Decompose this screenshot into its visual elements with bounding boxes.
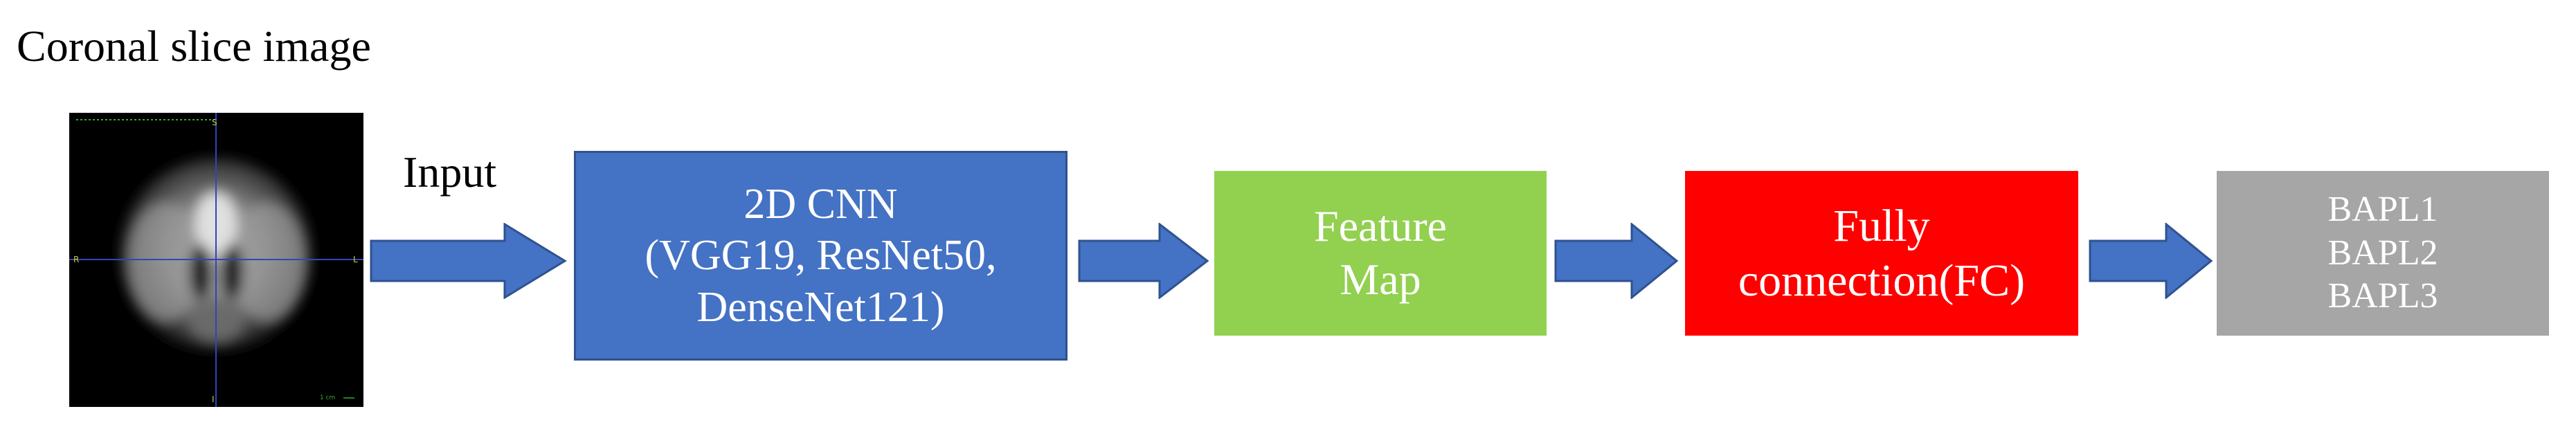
- cnn-line-2: (VGG19, ResNet50,: [645, 232, 997, 280]
- output-class-2: BAPL2: [2327, 233, 2438, 273]
- arrow-1: [370, 223, 567, 299]
- fc-line-1: Fully: [1833, 200, 1930, 251]
- output-class-1: BAPL1: [2327, 190, 2438, 230]
- scan-right-marker: L: [353, 255, 358, 264]
- scan-scale-label: 1 cm: [320, 394, 335, 401]
- output-class-3: BAPL3: [2327, 276, 2438, 316]
- arrow-3: [1554, 223, 1679, 299]
- diagram-title: Coronal slice image: [17, 21, 371, 71]
- scan-left-marker: R: [73, 255, 79, 264]
- scan-top-marker: S: [212, 118, 217, 127]
- fully-connection-box: Fully connection(FC): [1685, 171, 2078, 336]
- feature-line-2: Map: [1340, 255, 1421, 304]
- scan-bottom-marker: I: [212, 394, 215, 404]
- cnn-line-1: 2D CNN: [744, 180, 898, 228]
- fc-line-2: connection(FC): [1738, 255, 2026, 306]
- cnn-line-3: DenseNet121): [696, 283, 945, 331]
- feature-line-1: Feature: [1314, 201, 1447, 251]
- arrow-2: [1078, 223, 1209, 299]
- cnn-model-box: 2D CNN (VGG19, ResNet50, DenseNet121): [574, 151, 1068, 361]
- arrow-4: [2089, 223, 2213, 299]
- output-classes-box: BAPL1 BAPL2 BAPL3: [2217, 171, 2549, 336]
- input-label: Input: [403, 147, 497, 197]
- coronal-brain-scan-image: S I R L 1 cm: [69, 113, 363, 407]
- feature-map-box: Feature Map: [1214, 171, 1547, 336]
